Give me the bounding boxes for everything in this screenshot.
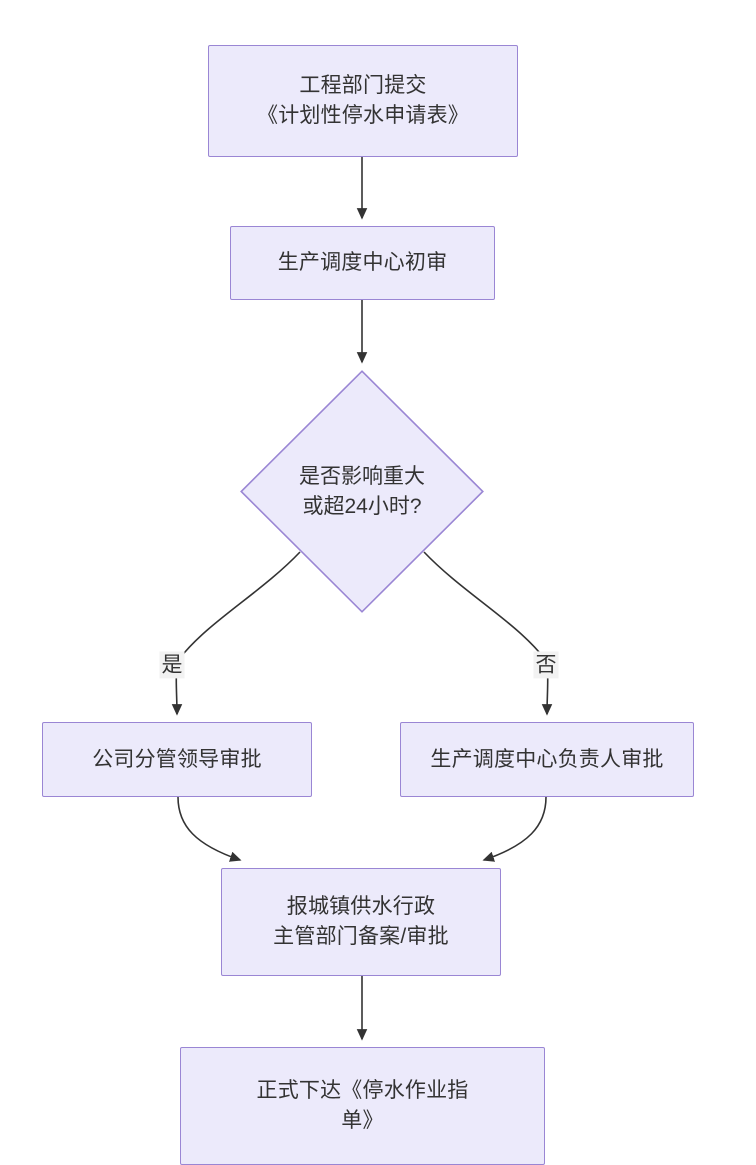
edge-n5-n6 (482, 796, 547, 862)
node-label: 是否影响重大 或超24小时? (299, 464, 425, 518)
node-label: 公司分管领导审批 (92, 747, 262, 771)
node-label: 正式下达《停水作业指 单》 (256, 1079, 469, 1132)
edge-label-no: 否 (533, 651, 559, 679)
node-dispatch-center-initial-review[interactable]: 生产调度中心初审 (230, 226, 495, 300)
node-label: 工程部门提交 《计划性停水申请表》 (257, 74, 469, 127)
node-label: 报城镇供水行政 主管部门备案/审批 (273, 895, 449, 948)
edge-label-yes: 是 (159, 651, 185, 679)
diamond-shape (240, 370, 484, 613)
node-label: 生产调度中心初审 (277, 251, 448, 275)
node-municipal-water-authority-filing[interactable]: 报城镇供水行政 主管部门备案/审批 (221, 868, 501, 976)
node-decision-major-impact[interactable]: 是否影响重大 或超24小时? (240, 370, 484, 613)
node-submit-application[interactable]: 工程部门提交 《计划性停水申请表》 (208, 45, 518, 157)
node-dispatch-center-head-approval[interactable]: 生产调度中心负责人审批 (400, 722, 694, 797)
node-company-leader-approval[interactable]: 公司分管领导审批 (42, 722, 312, 797)
node-issue-shutdown-order[interactable]: 正式下达《停水作业指 单》 (180, 1047, 545, 1165)
edge-n4-n6 (177, 796, 242, 862)
node-label: 生产调度中心负责人审批 (430, 747, 664, 771)
